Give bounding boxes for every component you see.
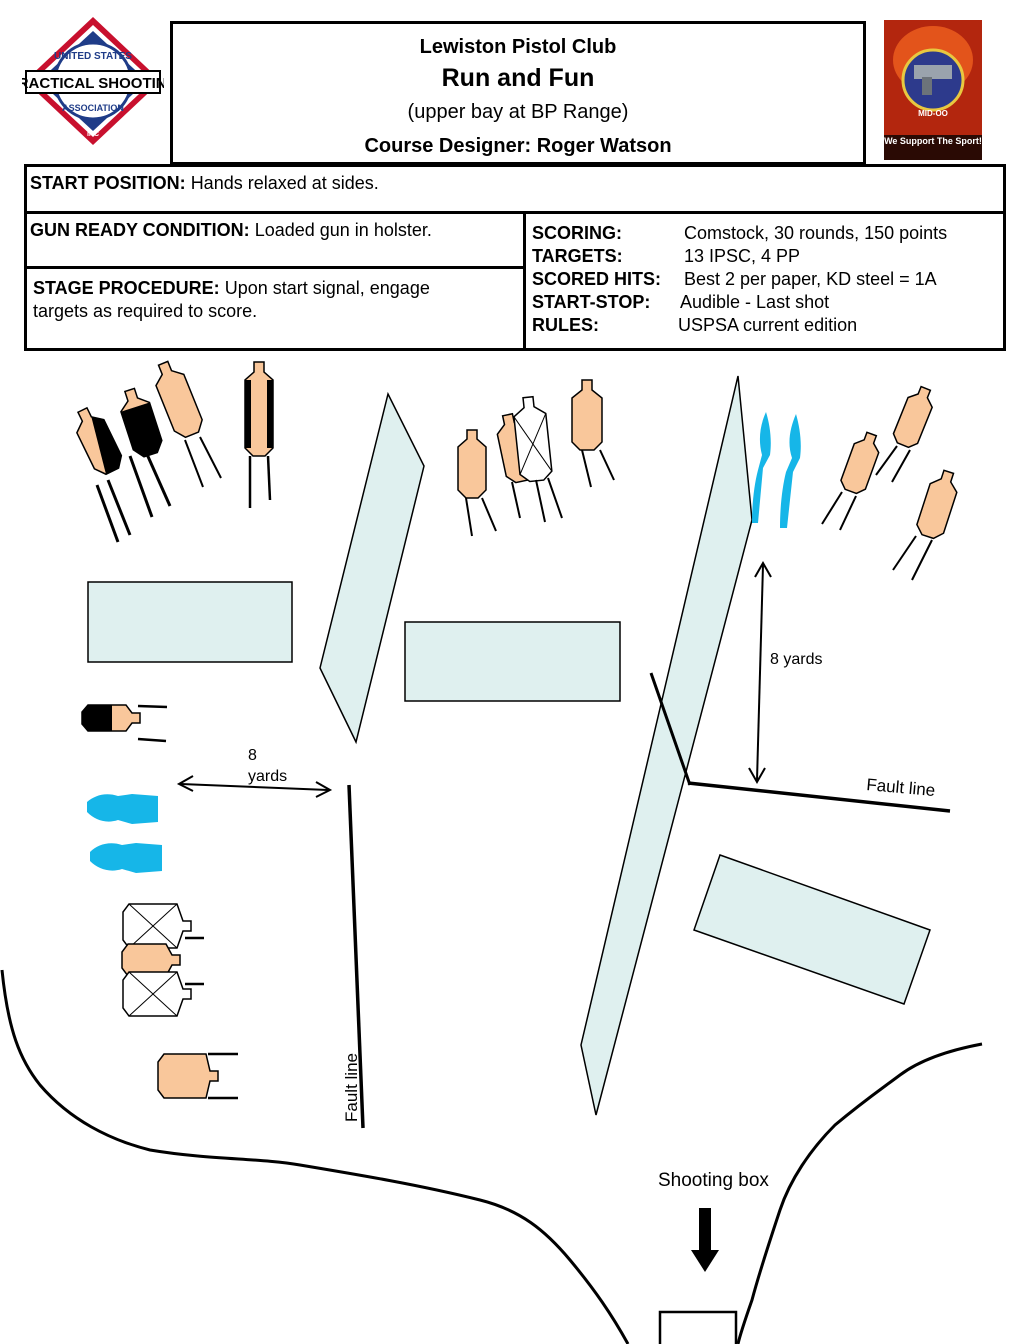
barricade-center-rect	[404, 621, 621, 702]
fault-line-right-diag	[649, 672, 692, 786]
start-position-value: Hands relaxed at sides.	[190, 173, 379, 193]
target-stand	[581, 449, 592, 488]
target-stand	[839, 495, 857, 531]
fault-line-left	[347, 784, 365, 1129]
no-shoot-target-1	[513, 395, 553, 483]
popper-steel-2	[780, 414, 801, 528]
target-ipsc-4	[244, 361, 274, 457]
svg-text:PRACTICAL SHOOTING: PRACTICAL SHOOTING	[22, 75, 164, 92]
target-stand	[199, 436, 222, 479]
target-ipsc-9	[892, 385, 933, 449]
scoring-row: SCORING:Comstock, 30 rounds, 150 points	[532, 223, 948, 243]
shooting-box-arrow	[691, 1208, 719, 1272]
target-ipsc-13	[157, 1053, 219, 1099]
label-8-yards-left-1: 8	[248, 747, 257, 764]
uspsa-logo-icon: PRACTICAL SHOOTING UNITED STATES ASSOCIA…	[8, 17, 178, 145]
target-stand	[875, 445, 898, 476]
arrow-8-yards-left	[176, 775, 333, 798]
target-stand	[137, 704, 168, 709]
target-stand	[144, 451, 172, 507]
start-position-label: START POSITION:	[30, 173, 186, 193]
barricade-left-rect	[87, 581, 293, 663]
svg-text:We Support The Sport!: We Support The Sport!	[884, 136, 982, 146]
no-shoot-target-2	[122, 903, 192, 949]
target-stand	[128, 455, 154, 518]
popper-steel-3	[87, 794, 158, 824]
procedure-label: STAGE PROCEDURE:	[33, 278, 220, 298]
label-8-yards-left-2: yards	[248, 768, 287, 785]
procedure-value-line2: targets as required to score.	[33, 301, 258, 321]
target-stand	[137, 737, 167, 743]
target-ipsc-11	[81, 704, 141, 732]
procedure-value-line1: Upon start signal, engage	[224, 278, 430, 298]
target-ipsc-1	[68, 402, 127, 479]
target-stand	[547, 477, 563, 519]
target-stand	[465, 497, 473, 537]
barricade-angled-left	[319, 391, 425, 745]
gun-ready-label: GUN READY CONDITION:	[30, 220, 250, 240]
popper-steel-1	[752, 412, 771, 523]
target-ipsc-2	[120, 387, 163, 458]
mid-oo-logo: MID-OO We Support The Sport!	[884, 20, 982, 160]
target-ipsc-3	[155, 360, 203, 439]
fault-line-right	[687, 781, 951, 813]
stage-name: Run and Fun	[441, 64, 595, 92]
target-stand	[911, 539, 933, 581]
mid-oo-logo-icon: MID-OO We Support The Sport!	[884, 20, 982, 160]
stage-procedure-box: STAGE PROCEDURE: Upon start signal, enga…	[24, 266, 527, 351]
target-stand	[95, 484, 120, 543]
course-designer: Course Designer: Roger Watson	[364, 135, 672, 157]
stage-location: (upper bay at BP Range)	[407, 101, 629, 123]
start-stop-row: START-STOP:Audible - Last shot	[532, 292, 830, 312]
target-stand	[892, 535, 917, 571]
target-stand	[184, 439, 204, 488]
header-box: Lewiston Pistol Club Run and Fun (upper …	[170, 21, 866, 165]
scored-hits-row: SCORED HITS:Best 2 per paper, KD steel =…	[532, 269, 937, 289]
rules-row: RULES:USPSA current edition	[532, 315, 858, 335]
arrow-8-yards-right	[748, 560, 772, 785]
svg-text:INC: INC	[87, 131, 99, 138]
targets-row: TARGETS:13 IPSC, 4 PP	[532, 246, 801, 266]
barricade-long-diagonal	[580, 375, 753, 1116]
target-stand	[266, 455, 272, 501]
target-stand	[535, 479, 546, 523]
target-ipsc-7	[571, 379, 603, 451]
target-ipsc-12	[121, 943, 181, 977]
target-stand	[891, 449, 911, 483]
svg-text:MID-OO: MID-OO	[918, 109, 948, 118]
uspsa-logo: PRACTICAL SHOOTING UNITED STATES ASSOCIA…	[8, 15, 178, 147]
target-ipsc-10	[916, 469, 958, 540]
popper-steel-4	[90, 843, 162, 873]
label-fault-line-right: Fault line	[866, 775, 936, 800]
target-stand	[821, 491, 843, 525]
label-fault-line-left: Fault line	[342, 1053, 361, 1122]
left-berm-line	[0, 969, 630, 1344]
scoring-box: SCORING:Comstock, 30 rounds, 150 points …	[523, 211, 1006, 351]
svg-text:ASSOCIATION: ASSOCIATION	[62, 103, 124, 113]
right-berm-line	[736, 1042, 983, 1344]
target-stand	[511, 481, 521, 519]
target-ipsc-8	[840, 431, 880, 495]
label-8-yards-right: 8 yards	[770, 651, 822, 668]
target-stand	[599, 449, 615, 481]
club-name: Lewiston Pistol Club	[419, 36, 617, 58]
gun-ready-value: Loaded gun in holster.	[254, 220, 432, 240]
shooting-box	[658, 1310, 738, 1344]
target-stand	[481, 497, 497, 532]
target-ipsc-5	[457, 429, 487, 499]
target-stand	[106, 479, 132, 536]
svg-text:UNITED STATES: UNITED STATES	[54, 51, 132, 62]
label-shooting-box: Shooting box	[658, 1170, 769, 1191]
barricade-lower-right	[693, 854, 931, 1005]
no-shoot-target-3	[122, 971, 192, 1017]
